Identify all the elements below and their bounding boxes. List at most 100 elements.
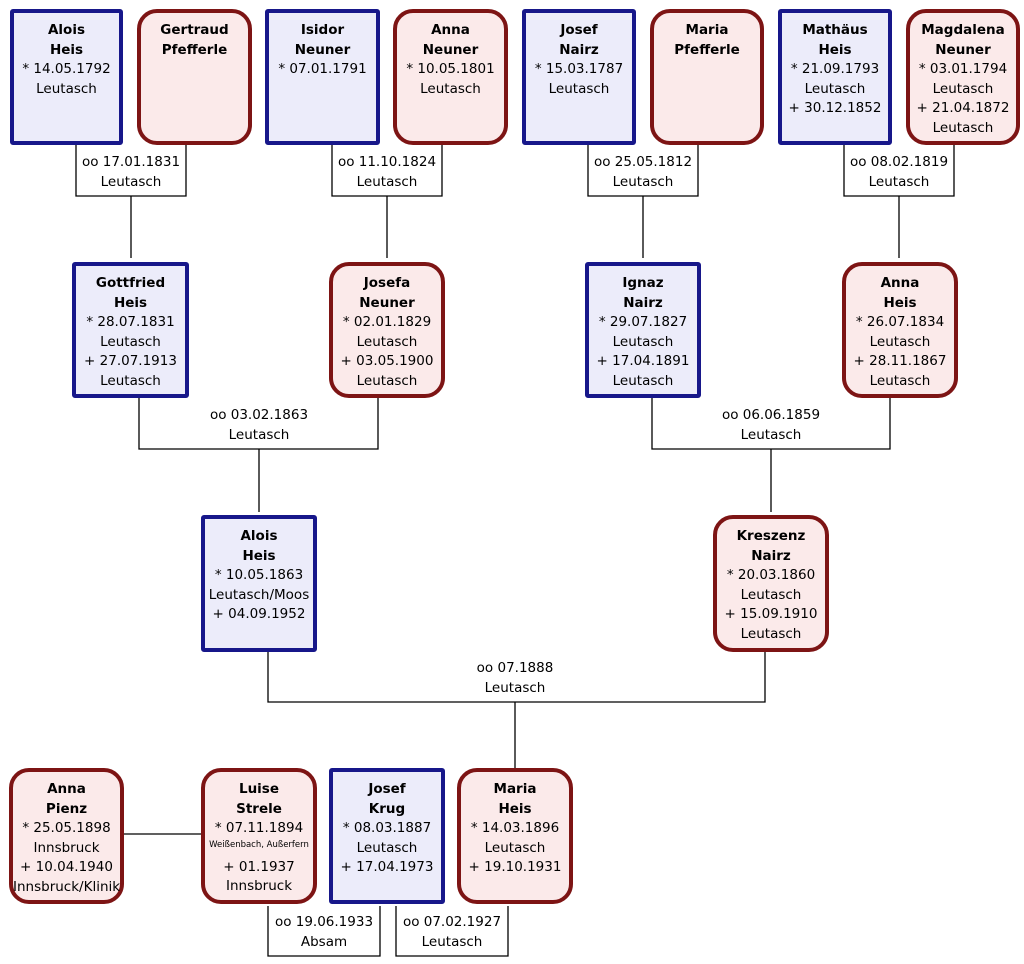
detail-line: * 21.09.1793: [790, 61, 880, 77]
given-name: Josef: [560, 22, 598, 38]
person-card-kreszenz-nairz[interactable]: Kreszenz Nairz * 20.03.1860 Leutasch + 1…: [713, 515, 829, 652]
surname: Heis: [883, 294, 917, 311]
given-name: Anna: [47, 781, 86, 797]
detail-line: Leutasch: [932, 80, 994, 97]
person-card-josef-krug[interactable]: Josef Krug * 08.03.1887 Leutasch + 17.04…: [329, 768, 445, 904]
given-name: Gottfried: [95, 275, 166, 291]
marriage-date: oo 25.05.1812: [593, 154, 693, 170]
detail-line: + 30.12.1852: [788, 100, 882, 116]
detail-line: + 15.09.1910: [724, 606, 818, 622]
detail-line: + 03.05.1900: [340, 353, 434, 369]
detail-line: Leutasch: [869, 333, 931, 350]
person-card-mathaeus-heis[interactable]: Mathäus Heis * 21.09.1793 Leutasch + 30.…: [778, 9, 892, 145]
person-card-luise-strele[interactable]: Luise Strele * 07.11.1894 Weißenbach, Au…: [201, 768, 317, 904]
person-card-isidor-neuner[interactable]: Isidor Neuner * 07.01.1791: [265, 9, 380, 145]
person-card-alois-heis-1792[interactable]: Alois Heis * 14.05.1792 Leutasch: [10, 9, 123, 145]
detail-line: * 08.03.1887: [342, 820, 432, 836]
marriage-label-1888: oo 07.1888 Leutasch: [455, 659, 575, 698]
person-card-gottfried-heis[interactable]: Gottfried Heis * 28.07.1831 Leutasch + 2…: [72, 262, 189, 398]
surname: Pfefferle: [161, 41, 228, 58]
person-card-anna-pienz[interactable]: Anna Pienz * 25.05.1898 Innsbruck + 10.0…: [9, 768, 124, 904]
marriage-label-1831: oo 17.01.1831 Leutasch: [71, 153, 191, 192]
detail-line: Leutasch: [869, 372, 931, 389]
given-name: Magdalena: [921, 22, 1005, 38]
detail-line: * 15.03.1787: [534, 61, 624, 77]
detail-line: + 01.1937: [223, 858, 295, 875]
person-card-gertraud-pfefferle[interactable]: Gertraud Pfefferle: [137, 9, 252, 145]
detail-line: * 26.07.1834: [855, 314, 945, 330]
person-card-magdalena-neuner[interactable]: Magdalena Neuner * 03.01.1794 Leutasch +…: [906, 9, 1020, 145]
marriage-date: oo 07.1888: [476, 660, 554, 676]
detail-line: + 28.11.1867: [853, 353, 947, 369]
detail-line: * 14.03.1896: [470, 820, 560, 836]
marriage-place: Leutasch: [356, 173, 418, 190]
detail-line: * 07.11.1894: [214, 820, 304, 836]
marriage-place: Leutasch: [421, 933, 483, 950]
given-name: Alois: [47, 22, 85, 38]
given-name: Anna: [880, 275, 920, 291]
person-card-josefa-neuner[interactable]: Josefa Neuner * 02.01.1829 Leutasch + 03…: [329, 262, 445, 398]
detail-line: Leutasch: [548, 80, 610, 97]
given-name: Josef: [368, 781, 406, 797]
given-name: Isidor: [300, 22, 345, 38]
surname: Neuner: [935, 41, 991, 58]
detail-line: + 10.04.1940: [20, 859, 113, 875]
detail-line: * 29.07.1827: [598, 314, 688, 330]
surname: Krug: [368, 800, 406, 817]
detail-line: * 14.05.1792: [22, 61, 111, 77]
detail-line: * 07.01.1791: [278, 61, 367, 77]
surname: Pienz: [45, 800, 88, 817]
person-card-anna-heis[interactable]: Anna Heis * 26.07.1834 Leutasch + 28.11.…: [842, 262, 958, 398]
marriage-label-1812: oo 25.05.1812 Leutasch: [583, 153, 703, 192]
surname: Heis: [49, 41, 84, 58]
detail-line: Leutasch: [740, 586, 802, 603]
marriage-label-1819: oo 08.02.1819 Leutasch: [839, 153, 959, 192]
detail-line: + 21.04.1872: [916, 100, 1010, 116]
marriage-place: Leutasch: [740, 426, 802, 443]
surname: Nairz: [751, 547, 791, 564]
detail-line: Leutasch: [484, 839, 546, 856]
given-name: Ignaz: [622, 275, 664, 291]
detail-line: Leutasch/Moos: [208, 586, 310, 603]
surname: Heis: [113, 294, 148, 311]
given-name: Maria: [685, 22, 729, 38]
person-card-josef-nairz[interactable]: Josef Nairz * 15.03.1787 Leutasch: [522, 9, 636, 145]
detail-line: + 17.04.1891: [596, 353, 690, 369]
detail-line: Leutasch: [36, 80, 97, 97]
surname: Pfefferle: [674, 41, 740, 58]
surname: Neuner: [359, 294, 415, 311]
detail-line: Leutasch: [356, 839, 418, 856]
detail-line: Leutasch: [932, 119, 994, 136]
marriage-date: oo 07.02.1927: [402, 914, 502, 930]
person-card-alois-heis-1863[interactable]: Alois Heis * 10.05.1863 Leutasch/Moos + …: [201, 515, 317, 652]
surname: Heis: [818, 41, 852, 58]
surname: Strele: [236, 800, 282, 817]
person-card-maria-heis[interactable]: Maria Heis * 14.03.1896 Leutasch + 19.10…: [457, 768, 573, 904]
detail-line: Innsbruck: [33, 839, 100, 856]
surname: Neuner: [294, 41, 351, 58]
person-card-ignaz-nairz[interactable]: Ignaz Nairz * 29.07.1827 Leutasch + 17.0…: [585, 262, 701, 398]
surname: Nairz: [623, 294, 663, 311]
detail-line: Leutasch: [356, 333, 418, 350]
detail-line: * 02.01.1829: [342, 314, 432, 330]
detail-line: * 20.03.1860: [726, 567, 816, 583]
detail-line: Innsbruck: [225, 878, 293, 894]
surname: Heis: [498, 800, 532, 817]
given-name: Maria: [493, 781, 537, 797]
marriage-label-1824: oo 11.10.1824 Leutasch: [327, 153, 447, 192]
marriage-label-1863: oo 03.02.1863 Leutasch: [199, 406, 319, 445]
detail-line: * 03.01.1794: [918, 61, 1008, 77]
detail-line: Leutasch: [804, 80, 866, 97]
detail-line: Leutasch: [356, 372, 418, 389]
surname: Nairz: [559, 41, 599, 58]
person-card-anna-neuner[interactable]: Anna Neuner * 10.05.1801 Leutasch: [393, 9, 508, 145]
detail-line: + 17.04.1973: [340, 859, 434, 875]
person-card-maria-pfefferle[interactable]: Maria Pfefferle: [650, 9, 764, 145]
detail-line: Leutasch: [612, 372, 674, 389]
given-name: Alois: [240, 528, 278, 544]
detail-line: * 25.05.1898: [22, 820, 111, 836]
marriage-label-1859: oo 06.06.1859 Leutasch: [711, 406, 831, 445]
marriage-date: oo 08.02.1819: [849, 154, 949, 170]
